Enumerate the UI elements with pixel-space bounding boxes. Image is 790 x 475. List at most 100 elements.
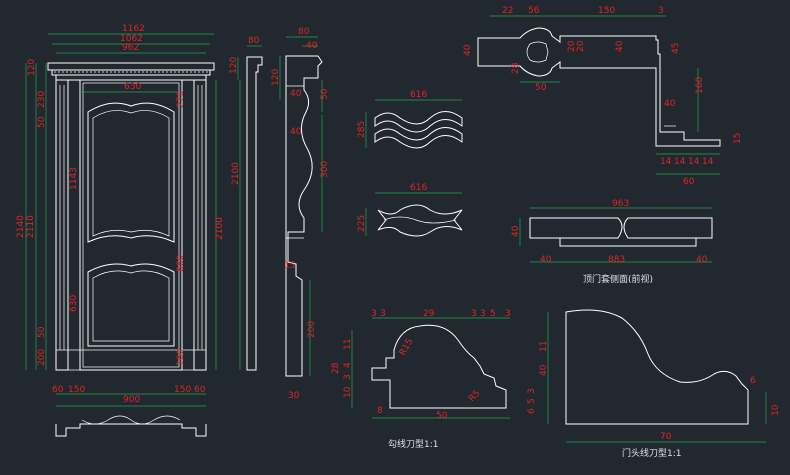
dim-top-14d: 14: [702, 157, 714, 167]
door-crown-mid: [51, 69, 211, 76]
top-profile: 22 56 150 3 40 28 20 20 40 45 50 160 40 …: [463, 6, 743, 187]
dim-c1-3d: 3: [480, 309, 486, 319]
dim-top-15: 15: [733, 133, 743, 144]
dim-c1-4: 4: [343, 362, 353, 368]
dim-profile-200: 200: [307, 321, 317, 338]
dim-left-2110: 2110: [26, 215, 36, 238]
profile-section: 80 40 120 40 50 40 300 15 200 30: [271, 27, 330, 401]
dim-c2-6: 6: [527, 408, 537, 414]
dim-c1-50: 50: [436, 411, 448, 421]
dim-c2-3: 3: [527, 388, 537, 394]
side-view-left: [529, 217, 623, 239]
dim-left-50-low: 50: [37, 326, 47, 338]
dim-c1-8: 8: [377, 406, 383, 416]
dim-c1-5: 5: [490, 309, 496, 319]
cutter2-outline: [565, 309, 749, 425]
dim-top-56: 56: [528, 6, 540, 16]
dim-left-50: 50: [37, 116, 47, 128]
door-plan: [55, 423, 207, 437]
wave-top-upper: [374, 111, 463, 133]
dim-profile-40c: 40: [290, 127, 302, 137]
dim-wave-bottom-225: 225: [357, 215, 367, 232]
dim-top-22: 22: [502, 6, 513, 16]
dim-c2-11: 11: [539, 341, 549, 352]
door-lower-panel: [87, 263, 175, 347]
wave-bottom-midline: [383, 216, 457, 224]
dim-right-2100: 2100: [215, 217, 225, 240]
dim-top-14a: 14: [660, 157, 672, 167]
dim-top-50: 50: [535, 83, 547, 93]
wave-profile-top: 616 285: [357, 90, 463, 149]
dim-profile-40: 40: [306, 41, 318, 51]
dim-top-14b: 14: [674, 157, 686, 167]
dim-profile-15: 15: [284, 261, 295, 271]
dim-right-160: 160: [176, 349, 186, 366]
cutter2-caption: 门头线刀型1:1: [622, 447, 682, 459]
door-pilaster-left: [55, 79, 69, 371]
dim-c1-11: 11: [343, 339, 353, 350]
dim-profile-80: 80: [298, 27, 310, 37]
dim-profile-50: 50: [320, 88, 330, 100]
dim-side-40-h: 40: [511, 225, 521, 237]
wave-bottom-shape: [377, 204, 463, 237]
dim-profile-30: 30: [288, 391, 300, 401]
dim-1062: 1062: [120, 34, 143, 44]
dim-bottom-60-right: 60: [194, 385, 206, 395]
door-elevation: [47, 62, 215, 437]
door-pilaster-right: [193, 79, 207, 371]
dim-c1-3a: 3: [371, 309, 377, 319]
cutter1-caption: 勾线刀型1:1: [388, 438, 439, 450]
dim-left-1143: 1143: [69, 167, 79, 190]
dim-profile-120: 120: [271, 69, 281, 86]
frame-section: 80 120 2100: [229, 36, 263, 371]
dim-top-150: 150: [598, 6, 615, 16]
dim-c2-70: 70: [660, 432, 672, 442]
door-plinth: [55, 349, 207, 371]
dim-top-40: 40: [463, 44, 473, 56]
dim-630: 630: [124, 82, 141, 92]
cutter-profile-2: 11 40 3 5 6 6 10 70 门头线刀型1:1: [527, 309, 781, 459]
top-profile-bead: [526, 41, 549, 63]
dim-c1-28: 28: [331, 362, 341, 374]
dim-c2-6b: 6: [750, 376, 756, 386]
wave-top-lower: [374, 127, 463, 149]
dim-top-3: 3: [658, 6, 664, 16]
dim-bottom-60-left: 60: [52, 385, 64, 395]
dim-frame-80: 80: [248, 36, 260, 46]
dim-bottom-150-right: 150: [174, 385, 191, 395]
door-dimensions: 1162 1062 962 630 900 60 150 150 60 120 …: [16, 24, 225, 407]
dim-c2-5: 5: [527, 398, 537, 404]
side-view-base: [559, 238, 697, 247]
side-view: 963 40 883 40 40 顶门套侧面(前视): [511, 199, 713, 285]
side-view-caption: 顶门套侧面(前视): [583, 273, 653, 285]
side-view-right: [623, 217, 713, 239]
dim-c1-3c: 3: [471, 309, 477, 319]
dim-side-40-right: 40: [696, 255, 708, 265]
dim-top-40c: 40: [664, 99, 676, 109]
dim-wave-top-616: 616: [410, 90, 427, 100]
door-upper-panel: [87, 102, 175, 243]
dim-c1-3e: 3: [505, 309, 511, 319]
dim-right-880: 880: [176, 255, 186, 272]
dim-1162: 1162: [122, 24, 145, 34]
dim-c1-3f: 3: [343, 374, 353, 380]
dim-top-20b: 20: [576, 40, 586, 52]
door-leaf: [79, 79, 183, 371]
top-profile-outline: [477, 27, 721, 147]
dim-c1-3b: 3: [380, 309, 386, 319]
dim-wave-bottom-616: 616: [410, 183, 427, 193]
dim-c1-29: 29: [423, 309, 435, 319]
dim-side-883: 883: [608, 255, 625, 265]
dim-top-45: 45: [671, 43, 681, 54]
dim-c1-r15: R15: [398, 337, 416, 357]
door-leaf-inner: [82, 82, 180, 368]
dim-left-120: 120: [27, 59, 37, 76]
dim-c1-10: 10: [343, 386, 353, 398]
door-upper-panel-inner: [92, 110, 170, 237]
dim-c2-10: 10: [771, 404, 781, 416]
wave-profile-bottom: 616 225: [357, 183, 463, 237]
door-crown-top: [47, 62, 215, 71]
dim-side-963: 963: [612, 199, 629, 209]
dim-top-40b: 40: [615, 40, 625, 52]
